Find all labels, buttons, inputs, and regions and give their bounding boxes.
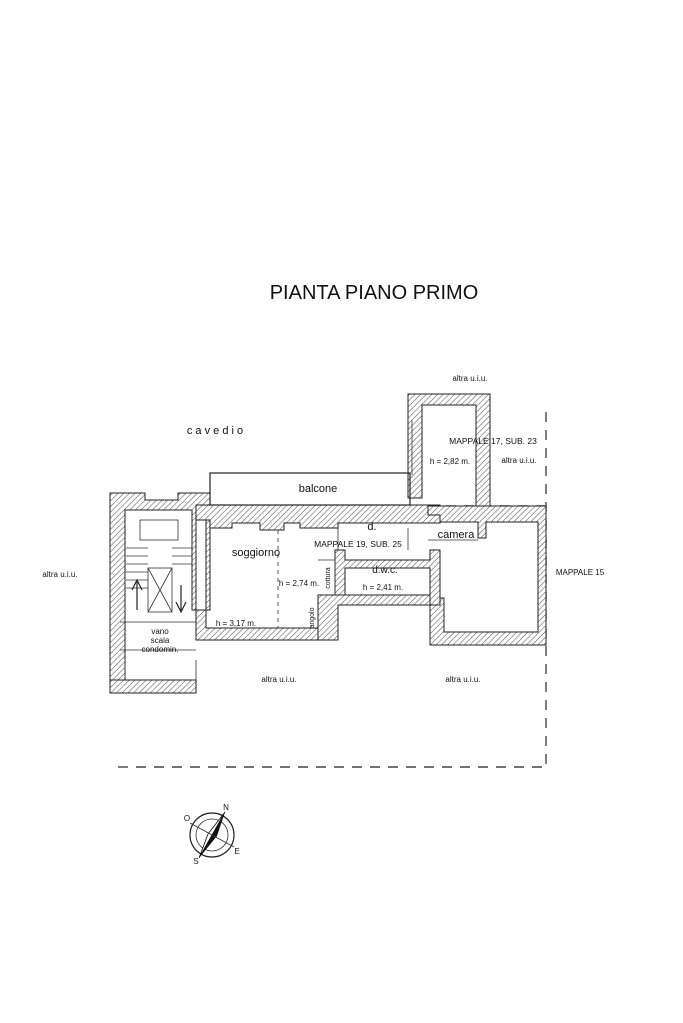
- label-altra-top: altra u.i.u.: [452, 374, 487, 383]
- label-h-241: h = 2,41 m.: [363, 583, 403, 592]
- label-cottura: cottura: [325, 567, 332, 589]
- stair-steps: [126, 547, 192, 589]
- stair-landing: [139, 519, 179, 541]
- label-h-274: h = 2,74 m.: [279, 579, 319, 588]
- wall-dwc: [334, 549, 441, 606]
- wall-camera: [427, 505, 547, 646]
- plan-title: PIANTA PIANO PRIMO: [270, 282, 479, 304]
- cottura-niche: [318, 559, 336, 595]
- compass-inner-ring: [195, 818, 229, 852]
- stair-arrow-down: [175, 585, 187, 614]
- label-h-317: h = 3,17 m.: [216, 619, 256, 628]
- wall-main-bottom: [195, 609, 319, 641]
- wall-main-top: [195, 504, 441, 531]
- label-altra-right-top: altra u.i.u.: [501, 456, 536, 465]
- label-cavedio: c a v e d i o: [187, 425, 243, 437]
- compass-o: O: [184, 814, 190, 823]
- label-dwc: d.w.c.: [372, 565, 398, 576]
- wall-mappale17: [407, 393, 491, 507]
- label-altra-bottom-right: altra u.i.u.: [445, 675, 480, 684]
- compass-rose: N S E O: [184, 803, 240, 866]
- label-mappale-19: MAPPALE 19, SUB. 25: [314, 539, 402, 549]
- balcone-outline: [209, 472, 411, 506]
- compass-axis: [189, 822, 235, 848]
- label-vano: vano: [151, 627, 169, 636]
- label-mappale-15: MAPPALE 15: [556, 568, 605, 577]
- label-altra-left: altra u.i.u.: [42, 570, 77, 579]
- stair-landing-lines: [120, 621, 197, 680]
- wall-kitchen-bottom: [317, 594, 431, 641]
- wall-stair-bottom: [109, 679, 197, 694]
- label-soggiorno: soggiorno: [232, 547, 280, 559]
- label-h-282: h = 2,82 m.: [430, 457, 470, 466]
- label-condomin: condomin.: [142, 645, 179, 654]
- compass-e: E: [234, 847, 239, 856]
- label-scala: scala: [151, 636, 170, 645]
- label-altra-bottom-left: altra u.i.u.: [261, 675, 296, 684]
- label-angolo: angolo: [309, 607, 316, 628]
- stair-core: [147, 567, 173, 613]
- hall-wall: [337, 528, 409, 550]
- stair-arrow-up: [131, 578, 143, 610]
- label-mappale-17: MAPPALE 17, SUB. 23: [449, 436, 537, 446]
- compass-s: S: [193, 857, 198, 866]
- compass-outer-ring: [189, 812, 235, 858]
- label-balcone: balcone: [299, 483, 338, 495]
- stair-core-cross: [147, 567, 173, 613]
- label-camera: camera: [438, 529, 476, 541]
- compass-n: N: [223, 803, 229, 812]
- label-d: d.: [367, 521, 376, 533]
